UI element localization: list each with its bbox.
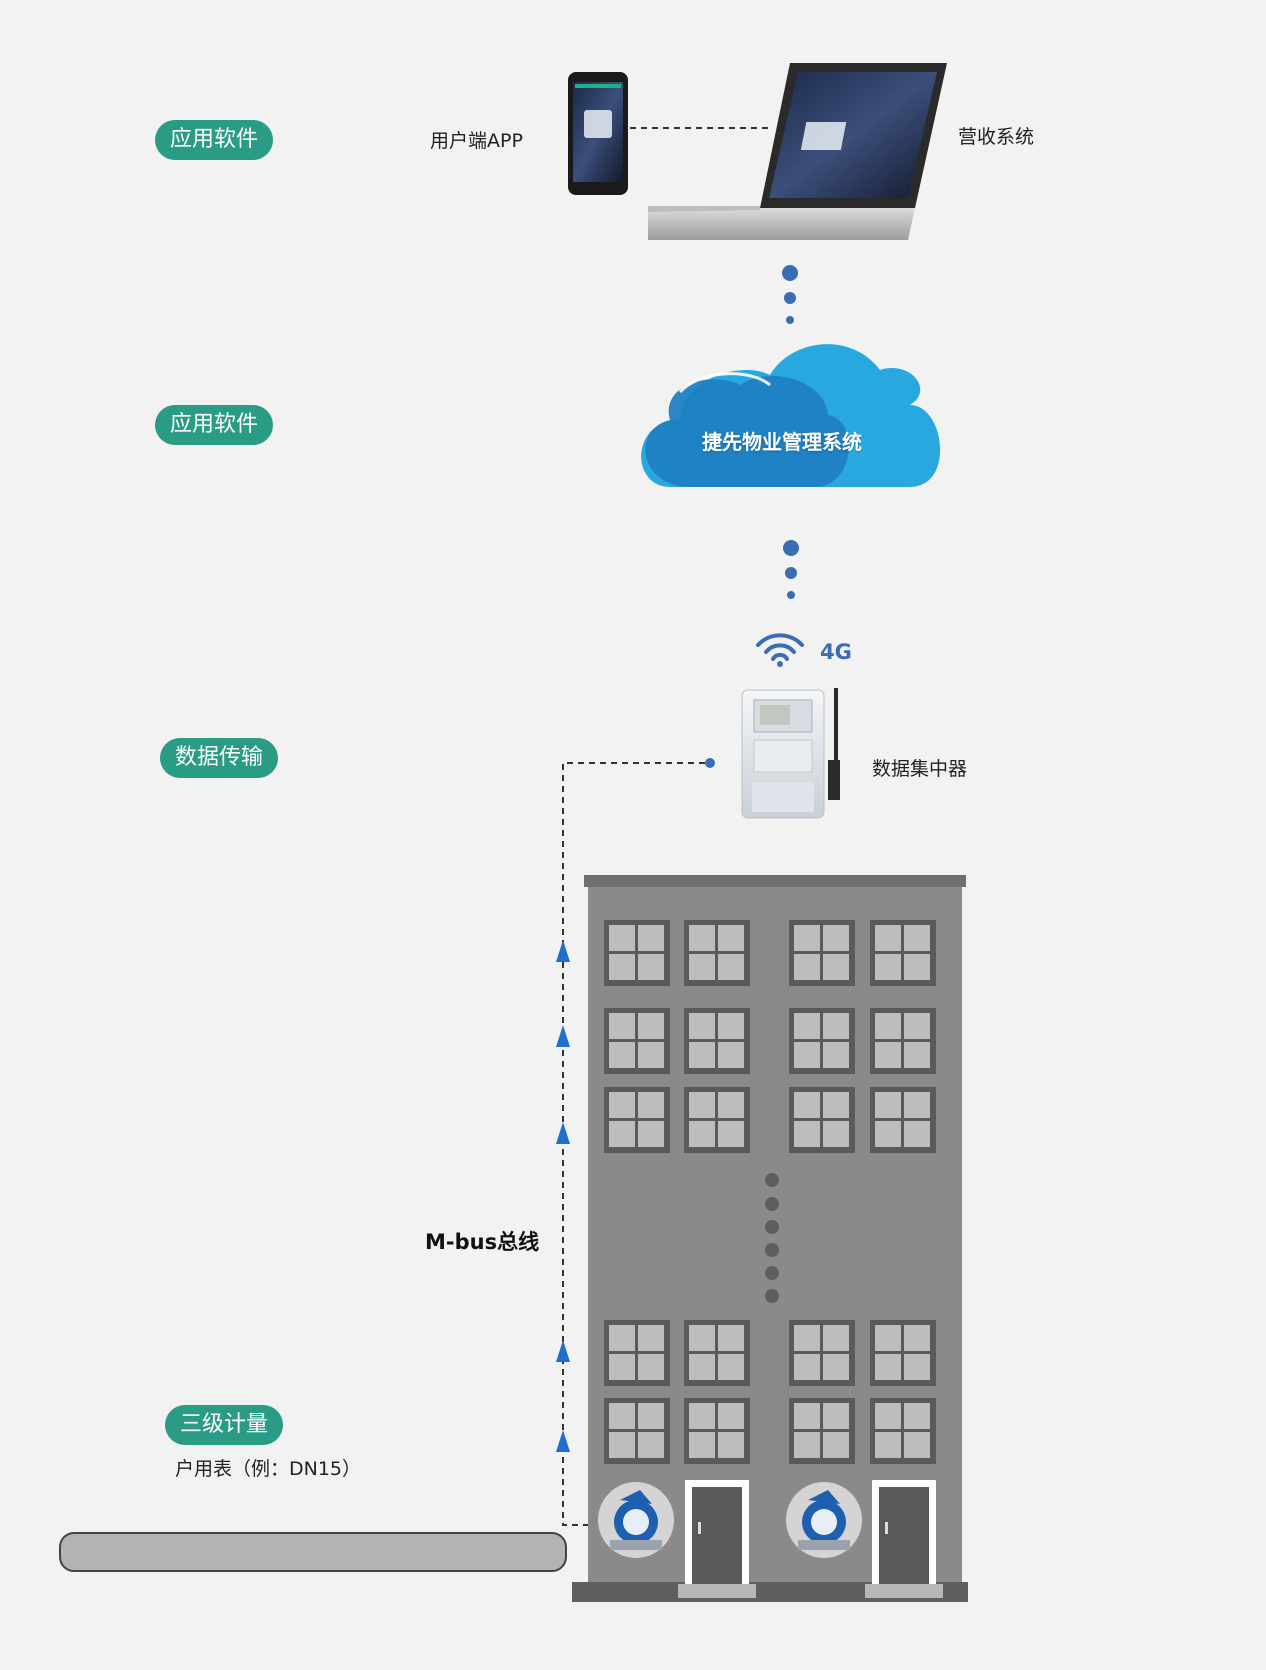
- mbus-arrows: [556, 940, 570, 1452]
- window: [870, 1008, 936, 1074]
- connector-dots-top: [782, 265, 798, 324]
- door-icon: [678, 1480, 943, 1598]
- user-app-label: 用户端APP: [430, 130, 523, 152]
- window: [604, 1087, 670, 1153]
- network-4g-label: 4G: [820, 640, 852, 664]
- window: [870, 1087, 936, 1153]
- tier-app-software-mid: 应用软件: [155, 405, 273, 445]
- window: [684, 1008, 750, 1074]
- pipe-icon: [59, 1532, 567, 1572]
- window: [684, 1087, 750, 1153]
- window: [789, 920, 855, 986]
- concentrator-icon: [741, 688, 840, 819]
- window: [789, 1087, 855, 1153]
- billing-system-label: 营收系统: [958, 126, 1035, 148]
- window: [870, 1320, 936, 1386]
- cloud-icon: [641, 344, 941, 487]
- household-meter-label: 户用表（例：DN15）: [175, 1458, 362, 1480]
- concentrator-label: 数据集中器: [872, 758, 968, 780]
- mbus-label: M-bus总线: [425, 1230, 540, 1254]
- window: [789, 1008, 855, 1074]
- connector-dots-mid: [783, 540, 799, 599]
- window: [684, 1320, 750, 1386]
- window: [870, 1398, 936, 1464]
- cloud-platform-label: 捷先物业管理系统: [702, 430, 862, 454]
- window: [789, 1320, 855, 1386]
- tier-app-software-top: 应用软件: [155, 120, 273, 160]
- window: [604, 920, 670, 986]
- window: [789, 1398, 855, 1464]
- water-meter-icon: [598, 1482, 862, 1558]
- floor-gap-dots: [765, 1173, 779, 1303]
- wifi-icon: [756, 633, 804, 667]
- building-windows: [604, 920, 936, 1464]
- tier-tertiary-metering: 三级计量: [165, 1405, 283, 1445]
- laptop-icon: [648, 63, 947, 240]
- smartphone-icon: [568, 72, 628, 195]
- building-icon: [572, 875, 968, 1602]
- window: [604, 1008, 670, 1074]
- window: [870, 920, 936, 986]
- window: [604, 1320, 670, 1386]
- window: [684, 1398, 750, 1464]
- tier-data-transmission: 数据传输: [160, 738, 278, 778]
- window: [604, 1398, 670, 1464]
- window: [684, 920, 750, 986]
